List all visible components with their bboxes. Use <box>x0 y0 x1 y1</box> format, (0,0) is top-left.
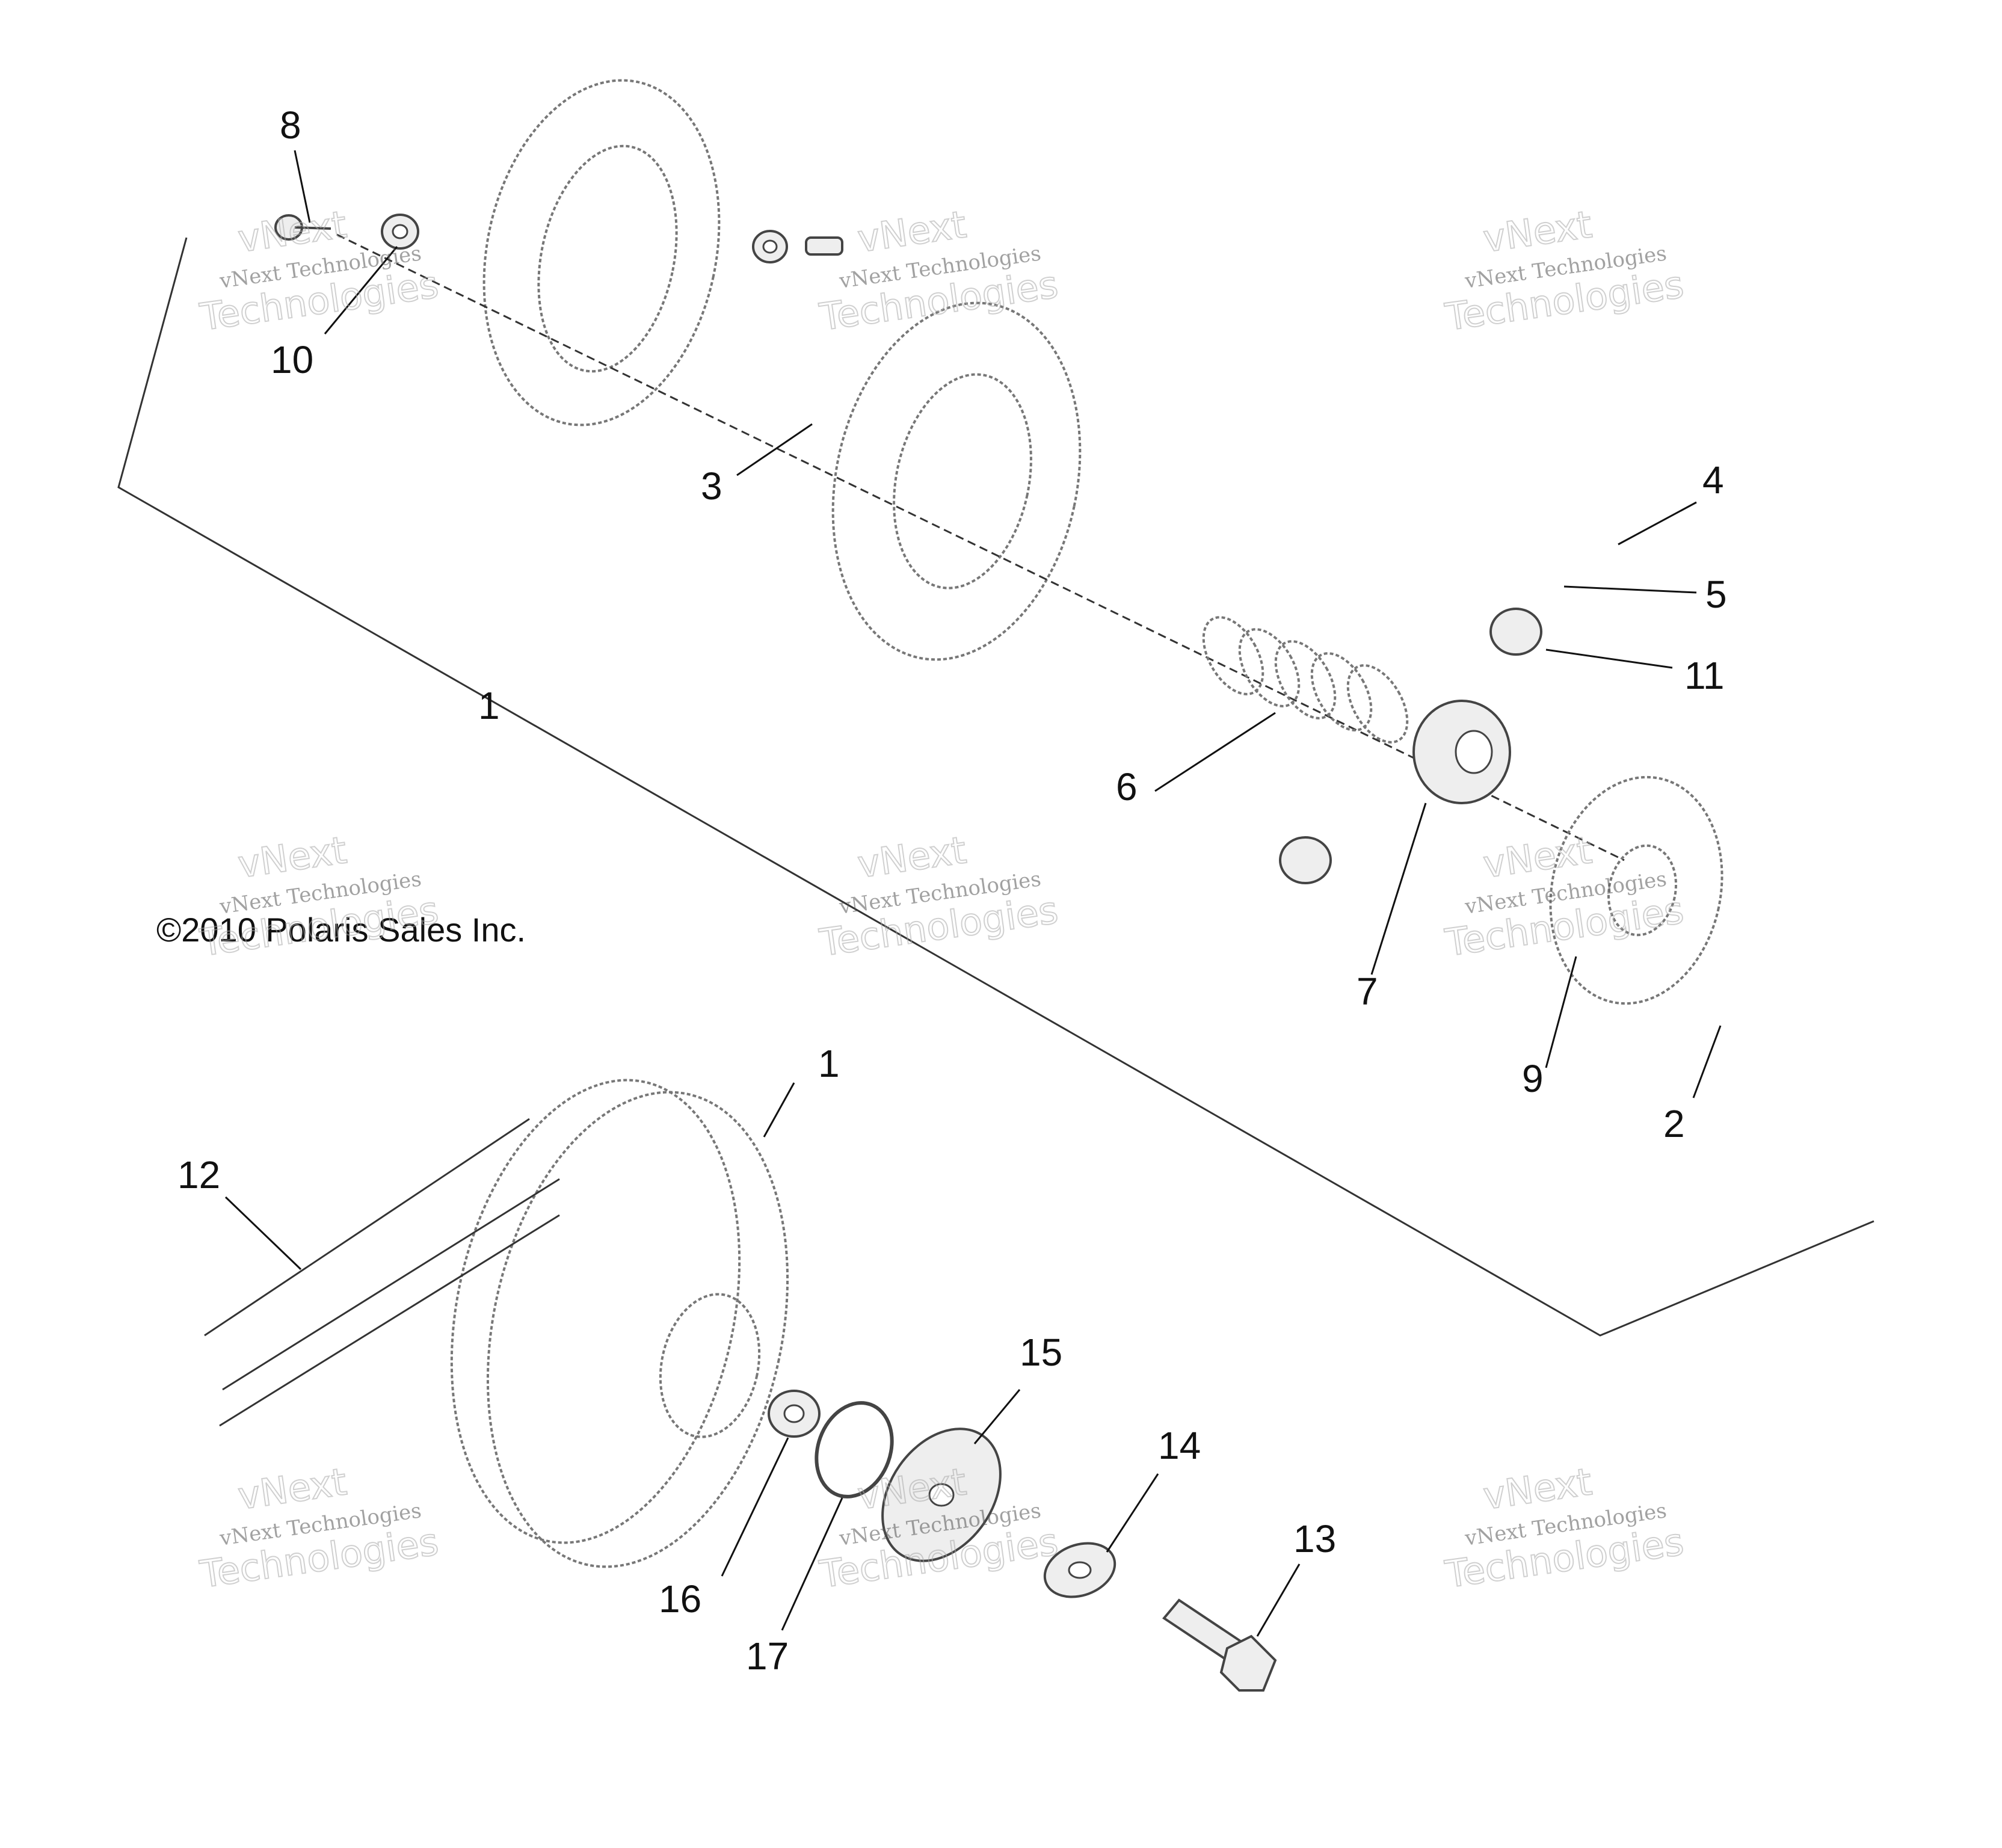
upper-sheave <box>482 79 1082 661</box>
callout-11: 11 <box>1684 654 1724 697</box>
callout-8: 8 <box>280 103 301 147</box>
callout-1-lower: 1 <box>818 1042 840 1085</box>
watermark: vNext vNext Technologies Technologies <box>816 827 1062 966</box>
watermark-line1: vNext <box>1480 828 1595 886</box>
roller-8 <box>274 214 331 241</box>
washer-14 <box>1043 1542 1116 1598</box>
watermark: vNext vNext Technologies Technologies <box>1442 827 1687 966</box>
callout-4: 4 <box>1702 458 1724 502</box>
ring-17 <box>815 1401 894 1498</box>
callout-labels: 8 10 3 4 5 11 1 6 7 9 2 1 12 15 14 13 16… <box>177 103 1727 1678</box>
callout-17: 17 <box>746 1634 789 1678</box>
callout-5: 5 <box>1705 573 1727 616</box>
center-axis <box>336 233 1625 861</box>
cover-9 <box>1549 775 1723 1005</box>
watermarks: vNext vNext Technologies Technologies vN… <box>197 202 1687 1597</box>
bushing-right <box>752 230 843 263</box>
callout-6: 6 <box>1116 765 1138 808</box>
watermark-line1: vNext <box>855 202 969 260</box>
copyright-text: ©2010 Polaris Sales Inc. <box>156 911 526 949</box>
callout-12: 12 <box>177 1153 220 1197</box>
belt-12 <box>204 1118 560 1427</box>
callout-10: 10 <box>271 338 313 381</box>
bolt-13 <box>1162 1598 1277 1692</box>
callout-14: 14 <box>1158 1424 1201 1467</box>
watermark-line1: vNext <box>235 828 350 886</box>
watermark: vNext vNext Technologies Technologies <box>1442 202 1687 340</box>
assembly-bracket <box>117 237 1874 1337</box>
watermark-line1: vNext <box>235 1459 350 1518</box>
spider-7 <box>1279 608 1542 884</box>
callout-9: 9 <box>1522 1057 1544 1100</box>
callout-15: 15 <box>1020 1331 1062 1374</box>
watermark-line1: vNext <box>235 202 350 260</box>
bushing-10 <box>381 214 419 250</box>
watermark-line1: vNext <box>1480 202 1595 260</box>
watermark: vNext vNext Technologies Technologies <box>197 202 442 340</box>
plate-15 <box>881 1428 1002 1562</box>
watermark: vNext vNext Technologies Technologies <box>816 1459 1062 1597</box>
watermark: vNext vNext Technologies Technologies <box>197 1459 442 1597</box>
callout-1-upper: 1 <box>478 684 500 727</box>
callout-13: 13 <box>1293 1517 1336 1560</box>
callout-16: 16 <box>659 1577 701 1621</box>
watermark-line1: vNext <box>1480 1459 1595 1518</box>
lower-sheave <box>450 1079 789 1568</box>
watermark: vNext vNext Technologies Technologies <box>1442 1459 1687 1597</box>
washer-16 <box>768 1390 821 1438</box>
spring-6 <box>1202 616 1409 744</box>
callout-3: 3 <box>701 464 722 508</box>
callout-7: 7 <box>1357 970 1378 1013</box>
leader-lines <box>224 150 1722 1637</box>
callout-2: 2 <box>1663 1102 1685 1145</box>
watermark-line1: vNext <box>855 828 969 886</box>
